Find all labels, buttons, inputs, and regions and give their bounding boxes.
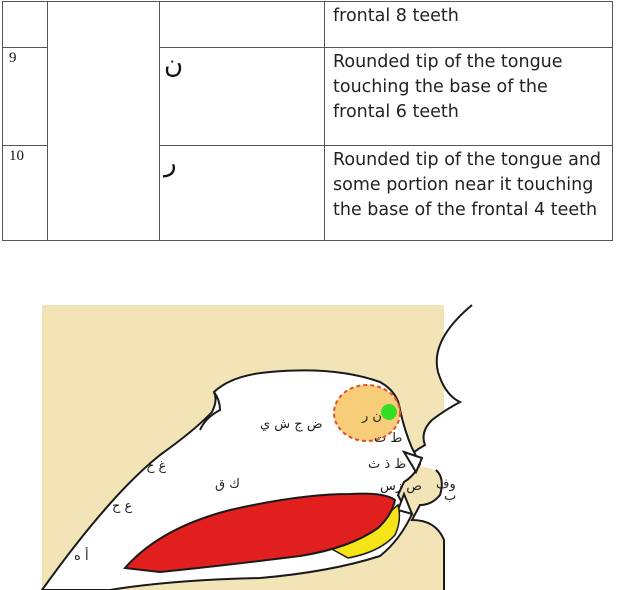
contact-point-dot (381, 404, 397, 420)
articulation-table: frontal 8 teeth 9 ن Rounded tip of the t… (2, 1, 613, 241)
label-lips-b: ب (444, 489, 456, 504)
label-lips-a: وف (436, 477, 456, 492)
table-row: 9 ن Rounded tip of the tongue touching t… (2, 47, 613, 146)
chin-outline (410, 469, 445, 590)
tongue (122, 492, 397, 574)
row-number: 9 (2, 47, 48, 146)
label-ghain: غ خ (146, 459, 167, 474)
label-ain: ع ح (112, 499, 133, 514)
upper-tooth (401, 450, 424, 475)
arabic-letter (159, 1, 325, 48)
lower-tooth (396, 491, 414, 516)
arabic-letter-text: ر (164, 148, 177, 178)
label-nun-ra: ن ر (361, 409, 382, 424)
table-row: 10 ر Rounded tip of the tongue and some … (2, 145, 613, 241)
label-dha: ظ ذ ث (368, 457, 406, 472)
row-number: 10 (2, 145, 48, 241)
label-roof-letters: ض ج ش ي (260, 417, 323, 432)
label-ta: ط ت (374, 431, 402, 446)
label-qaf: ك ق (215, 477, 240, 492)
face-profile-outline (403, 304, 473, 463)
label-sibilants: ص زس (380, 479, 422, 494)
face-profile-outside (404, 305, 618, 590)
row-number (2, 1, 48, 48)
label-hamza: أ ه (74, 547, 89, 564)
palate-outline (199, 391, 222, 431)
merged-blank-cell (47, 1, 160, 241)
articulation-description: Rounded tip of the tongue and some porti… (324, 145, 613, 241)
arabic-letter-text: ن (164, 50, 184, 80)
arabic-letter: ر (159, 145, 325, 241)
articulation-highlight (333, 384, 401, 442)
